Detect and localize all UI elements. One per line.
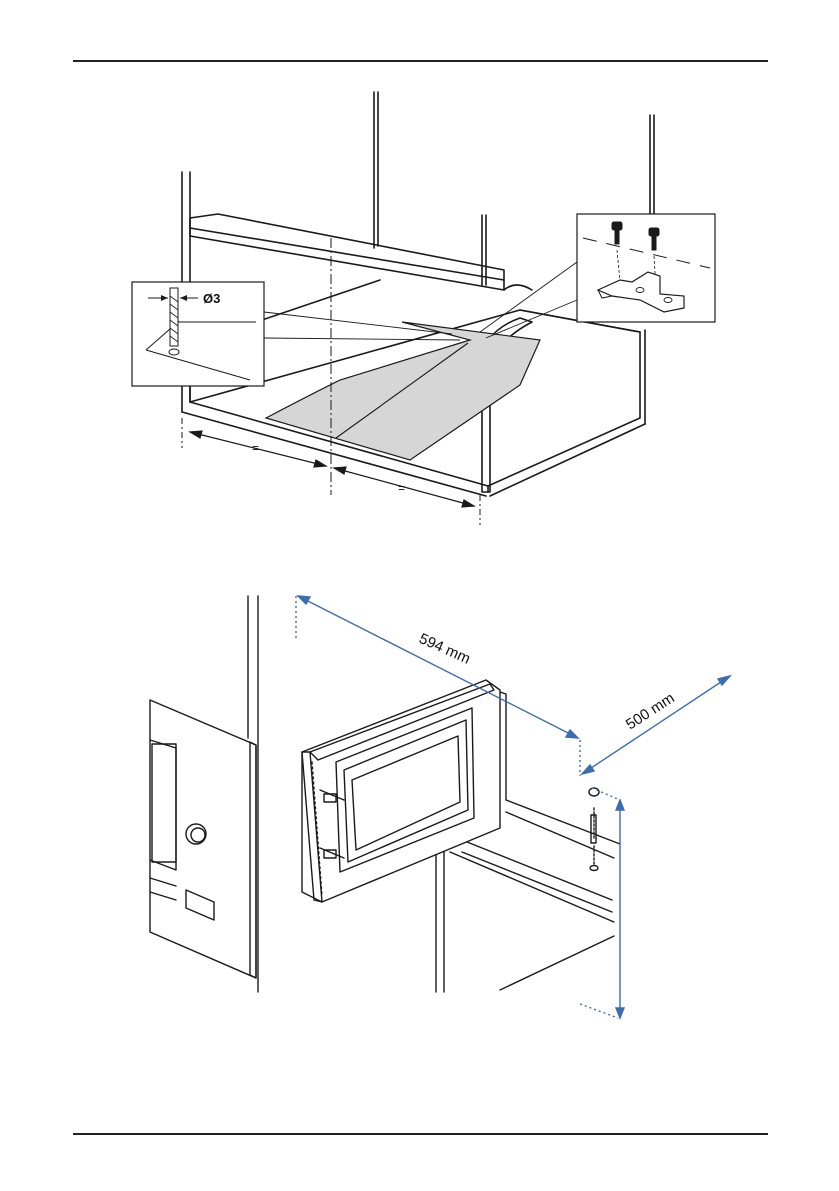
footer-rule (73, 1133, 768, 1135)
dimension-lines (296, 596, 730, 1018)
bracket-inset (577, 214, 715, 322)
fixing-screw-icon (591, 815, 596, 843)
cabinet-top-rail (190, 214, 504, 290)
drill-diameter-label: Ø3 (203, 291, 220, 306)
screw-cap-icon (589, 788, 599, 796)
figure-1-template-drilling: Ø3 = = (0, 0, 839, 560)
microwave-door (302, 680, 500, 902)
adjacent-appliance (150, 700, 256, 978)
equal-spacing-right-label: = (398, 481, 405, 495)
depth-dimension-label: 500 mm (623, 690, 678, 734)
width-dimension-label: 594 mm (416, 630, 472, 668)
equal-spacing-left-label: = (252, 441, 259, 455)
oven-knob-icon (186, 824, 206, 844)
oven-display (186, 890, 214, 920)
door-window (336, 708, 474, 872)
drill-inset (132, 282, 264, 386)
